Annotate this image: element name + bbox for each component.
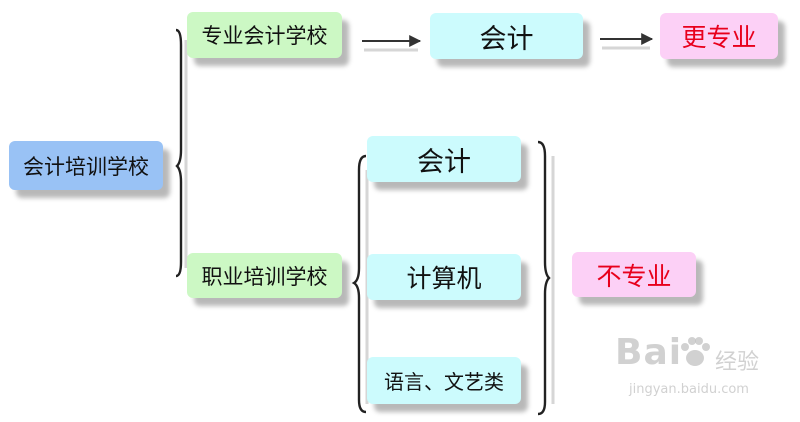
more-professional-node: 更专业 (660, 13, 778, 59)
professional-school-node: 专业会计学校 (187, 12, 342, 58)
root-label: 会计培训学校 (23, 154, 149, 179)
vocational-school-node: 职业培训学校 (187, 253, 342, 298)
more-professional-label: 更专业 (681, 23, 757, 52)
paw-icon (681, 337, 710, 366)
courses-left-brace (351, 154, 369, 414)
language-art-course-label: 语言、文艺类 (384, 370, 504, 394)
computer-course-label: 计算机 (406, 264, 482, 293)
watermark-url: jingyan.baidu.com (629, 382, 749, 397)
root-node: 会计培训学校 (9, 141, 163, 190)
not-professional-label: 不专业 (596, 261, 672, 291)
language-art-course-node: 语言、文艺类 (367, 357, 521, 404)
vocational-school-label: 职业培训学校 (201, 264, 328, 289)
watermark-jingyan: 经验 (715, 350, 760, 375)
accounting-course-label: 会计 (417, 146, 471, 178)
courses-right-brace (537, 140, 555, 416)
arrow-pro-to-acc (362, 35, 422, 52)
accounting-top-node: 会计 (430, 13, 583, 59)
root-brace (175, 28, 188, 278)
computer-course-node: 计算机 (367, 254, 521, 300)
watermark-brand: Bai (615, 332, 683, 373)
accounting-course-node: 会计 (367, 136, 521, 182)
accounting-top-label: 会计 (479, 23, 534, 55)
baidu-jingyan-watermark: Bai 经验 jingyan.baidu.com (615, 330, 795, 410)
arrow-acc-to-more (600, 33, 654, 50)
professional-school-label: 专业会计学校 (201, 24, 328, 48)
not-professional-node: 不专业 (572, 252, 696, 297)
